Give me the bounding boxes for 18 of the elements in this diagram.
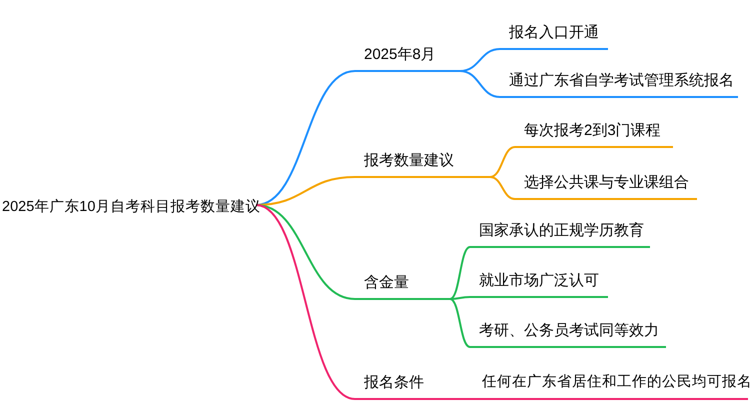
topic-node: 国家承认的正规学历教育 (470, 218, 650, 248)
topic-node: 报名入口开通 (500, 20, 608, 50)
topic-node: 就业市场广泛认可 (470, 268, 608, 298)
topic-node: 任何在广东省居住和工作的公民均可报名 (470, 370, 748, 400)
topic-node: 报考数量建议 (355, 148, 490, 178)
branch-line (256, 204, 356, 400)
branch-line (490, 146, 516, 178)
topic-node: 考研、公务员考试同等效力 (470, 318, 666, 348)
branch-line (450, 298, 470, 348)
topic-node: 每次报考2到3门课程 (515, 118, 673, 148)
topic-node: 含金量 (355, 270, 450, 300)
branch-line (450, 246, 470, 300)
topic-node: 通过广东省自学考试管理系统报名 (500, 68, 738, 98)
branch-line (450, 296, 470, 300)
topic-node: 2025年8月 (355, 42, 460, 72)
branch-line (490, 176, 516, 200)
branch-line (460, 70, 500, 98)
topic-node: 选择公共课与专业课组合 (515, 170, 697, 200)
